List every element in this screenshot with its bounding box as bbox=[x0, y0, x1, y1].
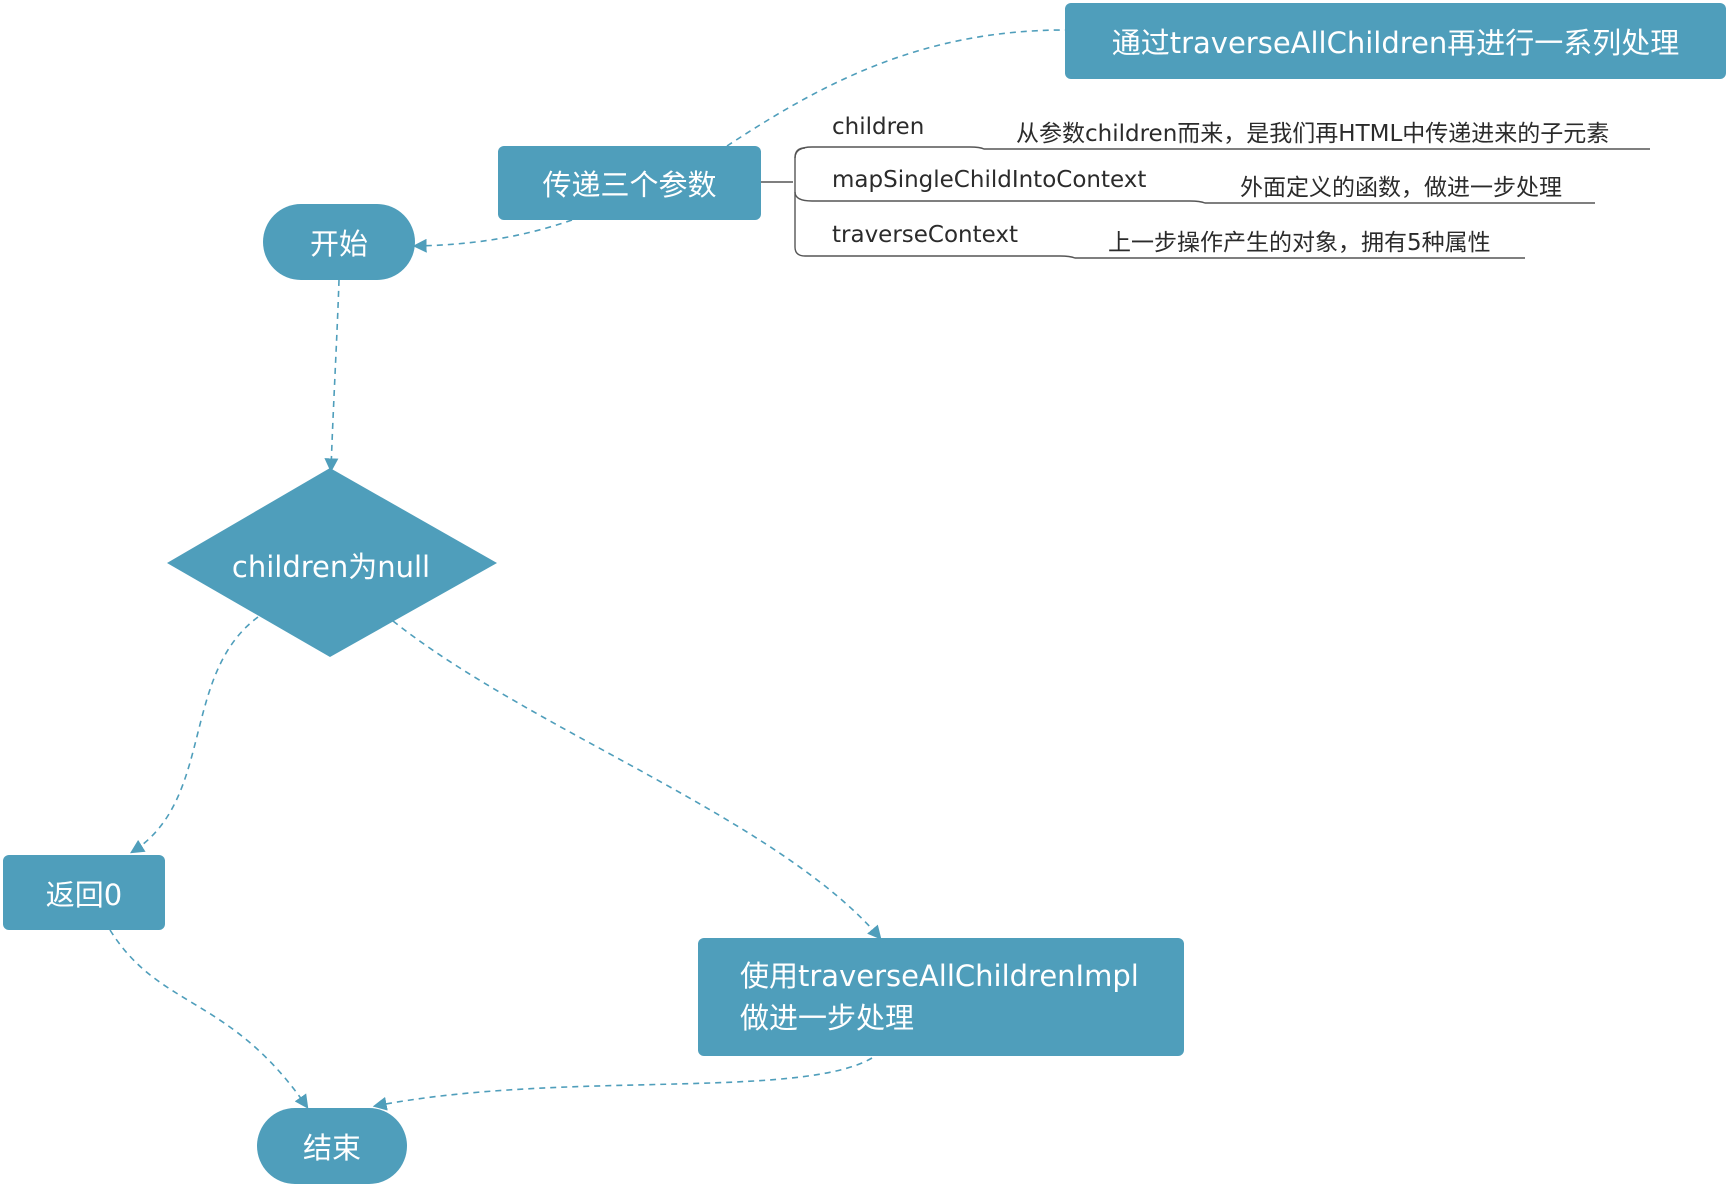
connector-params-to-start bbox=[412, 219, 573, 253]
note-label: 通过traverseAllChildren再进行一系列处理 bbox=[1111, 26, 1680, 60]
start-node[interactable]: 开始 bbox=[263, 204, 415, 280]
param-name-children: children bbox=[832, 114, 925, 140]
param-underline-children bbox=[794, 146, 1650, 159]
start-label: 开始 bbox=[309, 227, 368, 261]
end-node[interactable]: 结束 bbox=[257, 1108, 407, 1184]
connector-params-to-note bbox=[726, 29, 1066, 147]
decision-diamond[interactable] bbox=[167, 468, 497, 657]
end-label: 结束 bbox=[302, 1131, 361, 1165]
connector-return0-to-end bbox=[109, 929, 309, 1109]
impl-label-line1: 使用traverseAllChildrenImpl bbox=[740, 959, 1139, 993]
param-desc-mapsinglechild: 外面定义的函数，做进一步处理 bbox=[1240, 175, 1562, 201]
connector-decision-to-return0 bbox=[130, 616, 259, 854]
param-desc-children: 从参数children而来，是我们再HTML中传递进来的子元素 bbox=[1016, 121, 1610, 147]
return-zero-label: 返回0 bbox=[45, 877, 123, 912]
param-name-mapsinglechild: mapSingleChildIntoContext bbox=[832, 167, 1147, 193]
params-label: 传递三个参数 bbox=[542, 168, 717, 202]
param-name-traversecontext: traverseContext bbox=[832, 222, 1019, 248]
param-desc-traversecontext: 上一步操作产生的对象，拥有5种属性 bbox=[1108, 230, 1491, 256]
connector-start-to-decision bbox=[324, 279, 340, 473]
connector-decision-to-impl bbox=[392, 620, 882, 940]
param-bracket bbox=[761, 147, 806, 257]
impl-label-line2: 做进一步处理 bbox=[740, 1001, 915, 1035]
return-zero-node[interactable]: 返回0 bbox=[3, 855, 165, 930]
connector-impl-to-end bbox=[372, 1057, 873, 1111]
param-underline-traversecontext bbox=[805, 255, 1525, 259]
note-traverse-all-children[interactable]: 通过traverseAllChildren再进行一系列处理 bbox=[1065, 3, 1726, 79]
param-underline-mapsinglechild bbox=[794, 191, 1595, 204]
impl-node[interactable]: 使用traverseAllChildrenImpl 做进一步处理 bbox=[698, 938, 1184, 1056]
params-node[interactable]: 传递三个参数 bbox=[498, 146, 761, 220]
